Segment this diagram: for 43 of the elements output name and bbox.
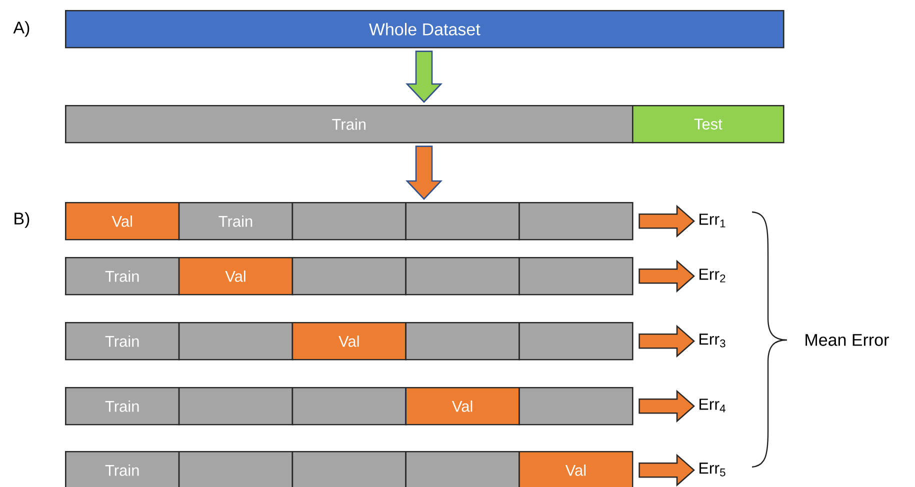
bar-segment: Train <box>65 257 180 296</box>
bar-segment <box>405 451 520 487</box>
bar-segment <box>292 387 406 426</box>
bar-segment: Val <box>178 257 294 296</box>
bar-segment: Train <box>65 387 180 426</box>
error-label: Err$_{5}$ <box>700 462 726 476</box>
bar-segment: Whole Dataset <box>65 10 784 48</box>
panel-label: A) <box>13 21 30 37</box>
bar-segment <box>178 451 294 487</box>
block-arrow <box>406 50 443 103</box>
bar-segment: Val <box>65 202 180 240</box>
block-arrow <box>638 324 695 358</box>
bar-segment <box>178 387 294 426</box>
error-label: Err$_{3}$ <box>700 334 726 348</box>
bar-segment: Train <box>65 322 180 360</box>
bar-segment <box>292 202 406 240</box>
bar-segment: Train <box>65 451 180 487</box>
bar-segment <box>518 387 634 426</box>
result-label: Mean Error <box>806 334 889 346</box>
bar-segment: Train <box>65 105 634 144</box>
block-arrow <box>638 390 695 423</box>
bar-segment <box>178 322 294 360</box>
bar-segment <box>292 257 406 296</box>
bar-segment <box>292 451 406 487</box>
block-arrow <box>638 260 695 293</box>
error-label: Err$_{4}$ <box>700 398 726 412</box>
bar-segment <box>518 202 634 240</box>
bar-segment <box>405 257 520 296</box>
error-label: Err$_{2}$ <box>700 268 726 282</box>
block-arrow <box>406 146 443 200</box>
bar-segment: Val <box>292 322 406 360</box>
bar-segment: Train <box>178 202 294 240</box>
bar-segment <box>518 322 634 360</box>
block-arrow <box>638 454 695 487</box>
error-label: Err$_{1}$ <box>700 214 726 228</box>
panel-label: B) <box>14 212 30 228</box>
bar-segment <box>405 322 520 360</box>
bar-segment <box>405 202 520 240</box>
bar-segment: Val <box>518 451 634 487</box>
block-arrow <box>638 204 695 238</box>
bar-segment: Test <box>632 105 784 144</box>
bar-segment <box>518 257 634 296</box>
bar-segment: Val <box>405 387 520 426</box>
